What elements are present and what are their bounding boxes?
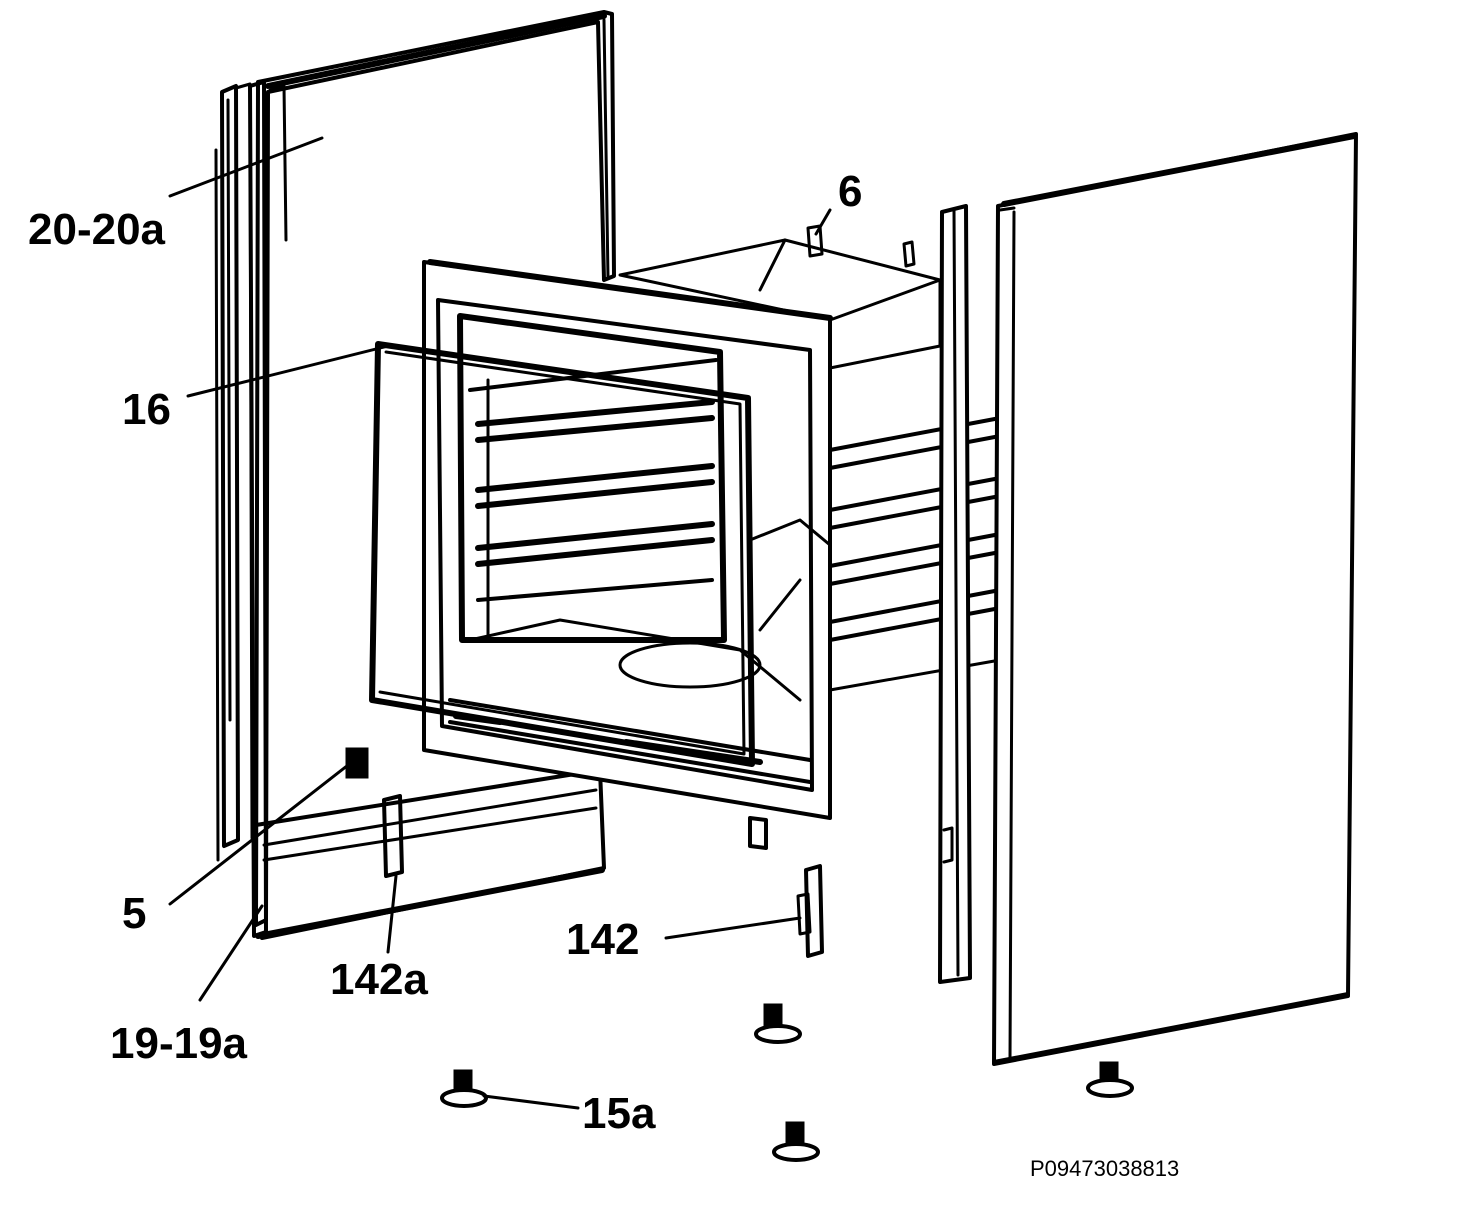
drawing-code: P09473038813 — [1030, 1156, 1179, 1181]
foot-4 — [1086, 1061, 1134, 1098]
leader-lines — [168, 136, 832, 1110]
clip-part-6 — [806, 224, 824, 258]
label-6: 6 — [838, 167, 862, 216]
label-16: 16 — [122, 385, 171, 434]
clip-part-top-right — [902, 240, 916, 268]
right-side-panel — [992, 132, 1358, 1066]
label-19-19a: 19-19a — [110, 1019, 248, 1068]
foot-1 — [754, 1003, 802, 1044]
foot-3 — [772, 1121, 820, 1162]
door-seal — [369, 341, 755, 767]
right-side-rail — [938, 204, 972, 984]
label-142a: 142a — [330, 955, 428, 1004]
bracket-142 — [796, 864, 824, 958]
label-142: 142 — [566, 915, 639, 964]
label-20-20a: 20-20a — [28, 205, 166, 254]
label-15a: 15a — [582, 1089, 656, 1138]
left-side-panel — [214, 10, 616, 940]
label-5: 5 — [122, 889, 146, 938]
foot-2 — [440, 1069, 488, 1108]
